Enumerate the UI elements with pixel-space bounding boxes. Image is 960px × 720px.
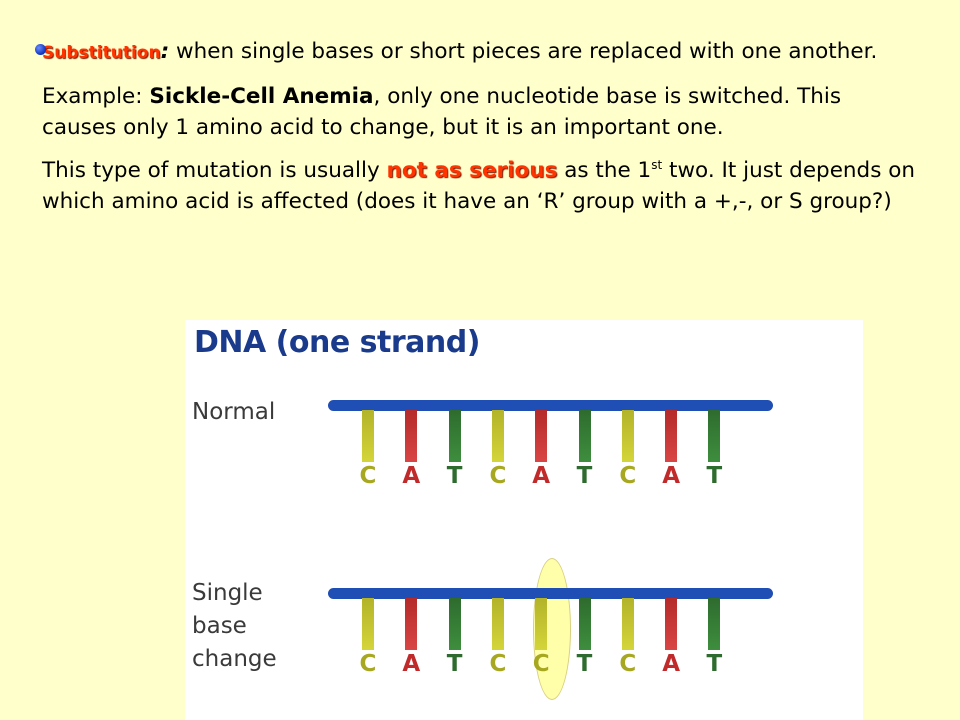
base-bar-C [621, 410, 634, 462]
base-letter: C [619, 651, 637, 677]
base-letter: T [576, 463, 593, 489]
base-letter: A [662, 463, 680, 489]
base-letter: T [446, 463, 463, 489]
base-letter: T [706, 651, 723, 677]
base-letter: T [446, 651, 463, 677]
base-bar-A [665, 598, 678, 650]
severity-mid: as the 1 [557, 158, 652, 183]
base-bar-T [578, 598, 591, 650]
row-label-line: Single [192, 580, 263, 606]
base-letter: C [532, 651, 550, 677]
substitution-term: Substitution [42, 43, 161, 63]
base-letter: C [489, 651, 507, 677]
base-bar-C [362, 598, 374, 650]
row-label-0: Normal [192, 396, 275, 429]
base-bar-T [708, 598, 721, 650]
severity-paragraph: This type of mutation is usually not as … [42, 155, 922, 217]
bullet-icon [35, 44, 46, 55]
base-letter: C [359, 463, 377, 489]
base-bar-A [405, 410, 418, 462]
slide-text: Substitution: when single bases or short… [35, 36, 922, 229]
figure-title: DNA (one strand) [194, 325, 480, 360]
example-paragraph: Example: Sickle-Cell Anemia, only one nu… [42, 81, 922, 143]
base-bar-C [621, 598, 634, 650]
dna-backbone [328, 588, 773, 599]
example-prefix: Example: [42, 84, 150, 109]
base-bar-T [448, 598, 461, 650]
term-colon: : [160, 39, 170, 64]
not-serious-term: not as serious [386, 158, 558, 183]
ordinal-suffix: st [651, 157, 663, 172]
base-letter: A [402, 463, 421, 489]
base-letter: C [359, 651, 377, 677]
base-letter: A [662, 651, 680, 677]
base-bar-A [665, 410, 678, 462]
base-letter: C [619, 463, 637, 489]
base-bar-C [362, 410, 374, 462]
base-letter: A [532, 463, 551, 489]
base-letter: C [489, 463, 507, 489]
base-bar-A [405, 598, 418, 650]
base-bar-T [448, 410, 461, 462]
base-letter: A [402, 651, 421, 677]
base-bar-C [535, 598, 548, 650]
row-label-line: change [192, 646, 277, 672]
substitution-paragraph: Substitution: when single bases or short… [35, 36, 922, 69]
base-bar-C [491, 410, 504, 462]
row-label-line: Normal [192, 399, 276, 425]
base-bar-C [491, 598, 504, 650]
severity-rest: two. It just depends on which amino acid… [42, 158, 916, 214]
severity-prefix: This type of mutation is usually [42, 158, 387, 183]
base-letter: T [706, 463, 723, 489]
base-letter: T [576, 651, 593, 677]
row-label-line: base [192, 613, 247, 639]
substitution-definition: when single bases or short pieces are re… [169, 39, 878, 64]
base-bar-A [535, 410, 548, 462]
example-description: , only one nucleotide base is switched. … [42, 84, 842, 140]
example-disease: Sickle-Cell Anemia [149, 84, 374, 109]
base-bar-T [578, 410, 591, 462]
row-label-1: Single base change [192, 577, 277, 676]
base-bar-T [708, 410, 721, 462]
dna-backbone [328, 400, 773, 411]
